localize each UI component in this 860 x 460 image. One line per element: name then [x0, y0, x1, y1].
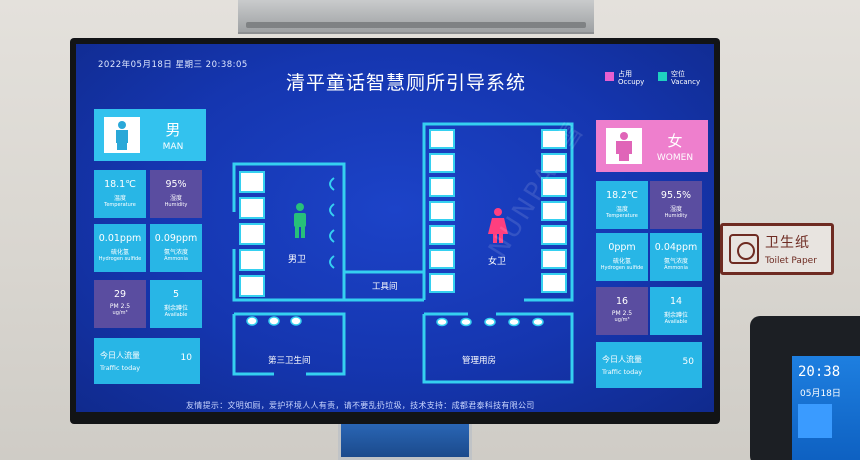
third-fixture-3	[290, 316, 302, 326]
men-stall-3	[239, 223, 265, 245]
sink-3	[484, 317, 496, 327]
men-traffic: 今日人流量 Traffic today 10	[94, 338, 200, 384]
men-stall-5	[239, 275, 265, 297]
men-card: 男 MAN	[94, 109, 206, 161]
women-room-label: 女卫	[488, 255, 506, 267]
vacancy-swatch	[658, 72, 667, 81]
women-pm25: 16 PM 2.5 ug/m³	[596, 287, 648, 335]
men-urinal-1	[329, 177, 335, 191]
women-stall-l2	[429, 153, 455, 173]
men-available: 5 剩余蹲位 Available	[150, 280, 202, 328]
secondary-screen: 20:38 05月18日	[750, 316, 860, 460]
women-stall-r4	[541, 201, 567, 221]
sink-1	[436, 317, 448, 327]
men-pm25: 29 PM 2.5 ug/m³	[94, 280, 146, 328]
occupy-swatch	[605, 72, 614, 81]
footer-tip: 友情提示：文明如厕，爱护环境人人有责，请不要乱扔垃圾，技术支持：成都君泰科技有限…	[186, 401, 535, 410]
women-stall-l1	[429, 129, 455, 149]
air-conditioner	[238, 0, 594, 34]
sink-4	[508, 317, 520, 327]
datetime: 2022年05月18日 星期三 20:38:05	[98, 60, 248, 70]
men-humidity: 95% 湿度 Humidity	[150, 170, 202, 218]
men-stall-1	[239, 171, 265, 193]
secondary-screen-display: 20:38 05月18日	[792, 356, 860, 460]
women-h2s: 0ppm 硫化氢 Hydrogen sulfide	[596, 233, 648, 281]
vacancy-cn: 空位	[671, 70, 685, 78]
female-icon	[606, 128, 642, 164]
men-stall-4	[239, 249, 265, 271]
women-label-en: WOMEN	[656, 152, 694, 163]
men-label-en: MAN	[162, 141, 184, 152]
women-stall-l7	[429, 273, 455, 293]
secondary-date: 05月18日	[800, 389, 841, 399]
secondary-time: 20:38	[798, 364, 841, 380]
occupy-cn: 占用	[618, 70, 632, 78]
tool-room-label: 工具间	[372, 282, 398, 292]
third-fixture-2	[268, 316, 280, 326]
sink-5	[532, 317, 544, 327]
women-traffic: 今日人流量 Traffic today 50	[596, 342, 702, 388]
third-fixture-1	[246, 316, 258, 326]
page-title: 清平童话智慧厕所引导系统	[286, 72, 527, 94]
men-ammonia: 0.09ppm 氨气浓度 Ammonia	[150, 224, 202, 272]
men-urinal-3	[329, 229, 335, 243]
sign-en: Toilet Paper	[765, 256, 817, 266]
men-h2s: 0.01ppm 硫化氢 Hydrogen sulfide	[94, 224, 146, 272]
men-urinal-2	[329, 203, 335, 217]
women-card: 女 WOMEN	[596, 120, 708, 172]
sink-2	[460, 317, 472, 327]
vacancy-en: Vacancy	[671, 78, 701, 86]
women-label-cn: 女	[667, 131, 683, 150]
women-stall-r5	[541, 225, 567, 245]
men-urinal-4	[329, 255, 335, 269]
men-stall-2	[239, 197, 265, 219]
men-label-cn: 男	[165, 120, 181, 139]
male-icon	[104, 117, 140, 153]
women-stall-l6	[429, 249, 455, 269]
women-available: 14 剩余蹲位 Available	[650, 287, 702, 335]
floor-plan: 男卫 女卫 工具间 第三卫生间 管理用房	[232, 122, 574, 384]
women-humidity: 95.5% 湿度 Humidity	[650, 181, 702, 229]
women-stall-r6	[541, 249, 567, 269]
women-ammonia: 0.04ppm 氨气浓度 Ammonia	[650, 233, 702, 281]
men-room-label: 男卫	[288, 254, 306, 265]
women-stall-l4	[429, 201, 455, 221]
men-temperature: 18.1℃ 温度 Temperature	[94, 170, 146, 218]
women-stall-l5	[429, 225, 455, 245]
women-stall-r7	[541, 273, 567, 293]
women-stall-r3	[541, 177, 567, 197]
secondary-tile	[798, 404, 832, 438]
tv-frame: 2022年05月18日 星期三 20:38:05 清平童话智慧厕所引导系统 占用…	[70, 38, 720, 424]
men-figure-icon	[294, 203, 306, 238]
occupy-en: Occupy	[618, 78, 645, 86]
toilet-paper-icon	[729, 234, 759, 264]
women-temperature: 18.2℃ 温度 Temperature	[596, 181, 648, 229]
women-stall-l3	[429, 177, 455, 197]
women-figure-icon	[488, 208, 508, 243]
admin-room-label: 管理用房	[462, 355, 496, 366]
sign-cn: 卫生纸	[765, 235, 810, 251]
women-stall-r1	[541, 129, 567, 149]
third-room-label: 第三卫生间	[268, 355, 311, 366]
guide-display: 2022年05月18日 星期三 20:38:05 清平童话智慧厕所引导系统 占用…	[76, 44, 714, 412]
women-stall-r2	[541, 153, 567, 173]
toilet-paper-sign: 卫生纸 Toilet Paper	[720, 223, 834, 275]
tv-mount	[338, 418, 472, 460]
